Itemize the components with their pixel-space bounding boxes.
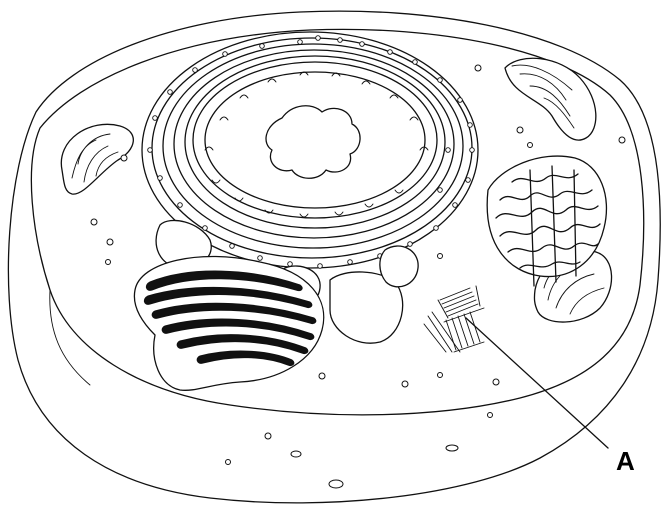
label-a: A [616, 446, 635, 476]
